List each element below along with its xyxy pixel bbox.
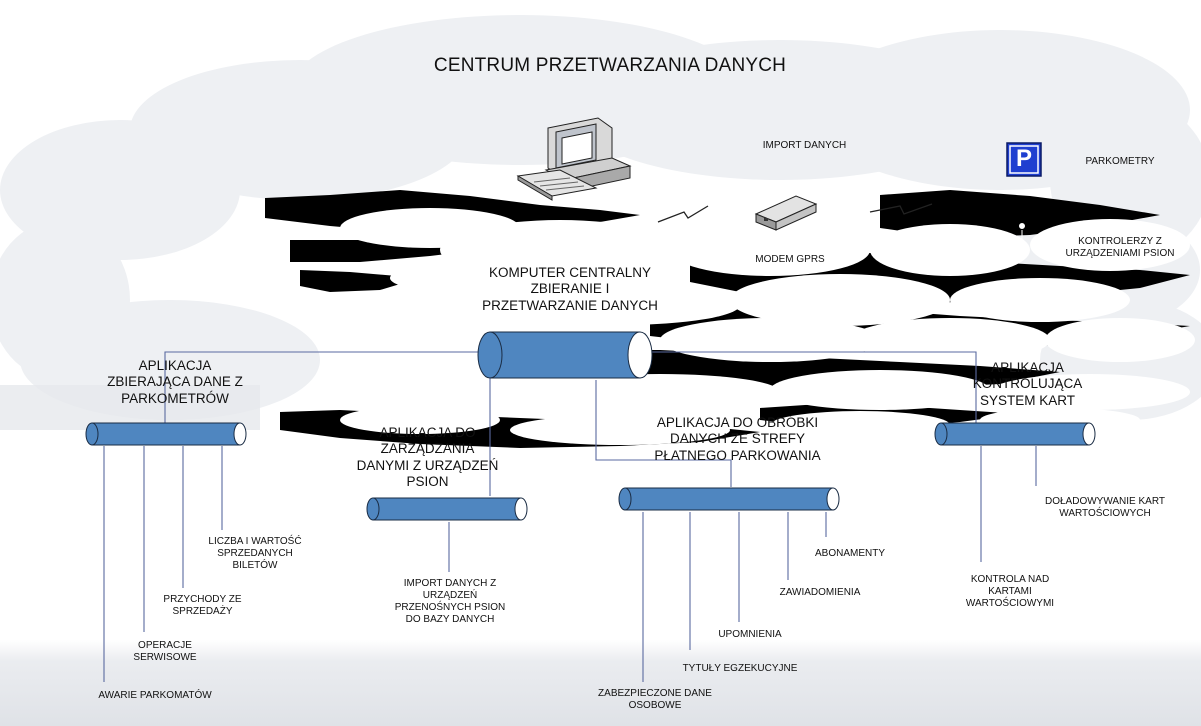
leaf-tytuly: TYTUŁY EGZEKUCYJNE [682,663,798,674]
leaf-przychody: PRZYCHODY ZE SPRZEDAŻY [163,594,242,617]
label-app-strefa: APLIKACJA DO OBRÓBKI DANYCH ZE STREFY PŁ… [654,415,821,463]
leaf-upomnienia: UPOMNIENIA [718,629,782,640]
leaf-operacje: OPERACJE SERWISOWE [133,640,197,663]
cylinder-app-parkometry [85,422,247,446]
cylinder-app-psion [366,497,528,521]
label-parkometry: PARKOMETRY [1085,156,1155,167]
label-app-parkometry: APLIKACJA ZBIERAJĄCA DANE Z PARKOMETRÓW [107,358,243,406]
leaf-zabezpieczone: ZABEZPIECZONE DANE OSOBOWE [598,688,712,711]
label-import-danych: IMPORT DANYCH [762,140,847,151]
leaf-abonamenty: ABONAMENTY [814,548,885,559]
desktop-computer-icon [516,117,632,201]
leaf-awarie: AWARIE PARKOMATÓW [98,690,212,701]
cylinder-app-karty [934,422,1096,446]
connector-lines [164,351,977,496]
leaf-zawiadomienia: ZAWIADOMIENIA [779,587,861,598]
label-kontrolerzy: KONTROLERZY Z URZĄDZENIAMI PSION [1065,236,1175,259]
label-modem-gprs: MODEM GPRS [755,254,825,265]
leaf-lines [103,446,1037,682]
leaf-liczba: LICZBA I WARTOŚĆ SPRZEDANYCH BILETÓW [208,536,302,571]
diagram-title: CENTRUM PRZETWARZANIA DANYCH [433,55,787,76]
bottom-fog [0,640,1201,726]
parking-sign-icon [1006,142,1042,177]
leaf-kontrola: KONTROLA NAD KARTAMI WARTOŚCIOWYMI [965,574,1055,609]
wireless-link-icon [657,203,933,223]
leaf-import-psion: IMPORT DANYCH Z URZĄDZEŃ PRZENOŚNYCH PSI… [394,578,506,625]
modem-icon [754,195,818,231]
controller-person-icon [1018,222,1026,240]
cylinder-app-strefa [618,487,840,511]
leaf-doladowywanie: DOŁADOWYWANIE KART WARTOŚCIOWYCH [1044,496,1165,519]
cylinder-central [477,331,653,379]
parking-sign-letter: P [1015,145,1032,172]
label-komputer-centralny: KOMPUTER CENTRALNY ZBIERANIE I PRZETWARZ… [482,265,658,313]
label-app-karty: APLIKACJA KONTROLUJĄCA SYSTEM KART [972,360,1083,408]
label-app-psion: APLIKACJA DO ZARZĄDZANIA DANYMI Z URZĄDZ… [356,425,499,490]
